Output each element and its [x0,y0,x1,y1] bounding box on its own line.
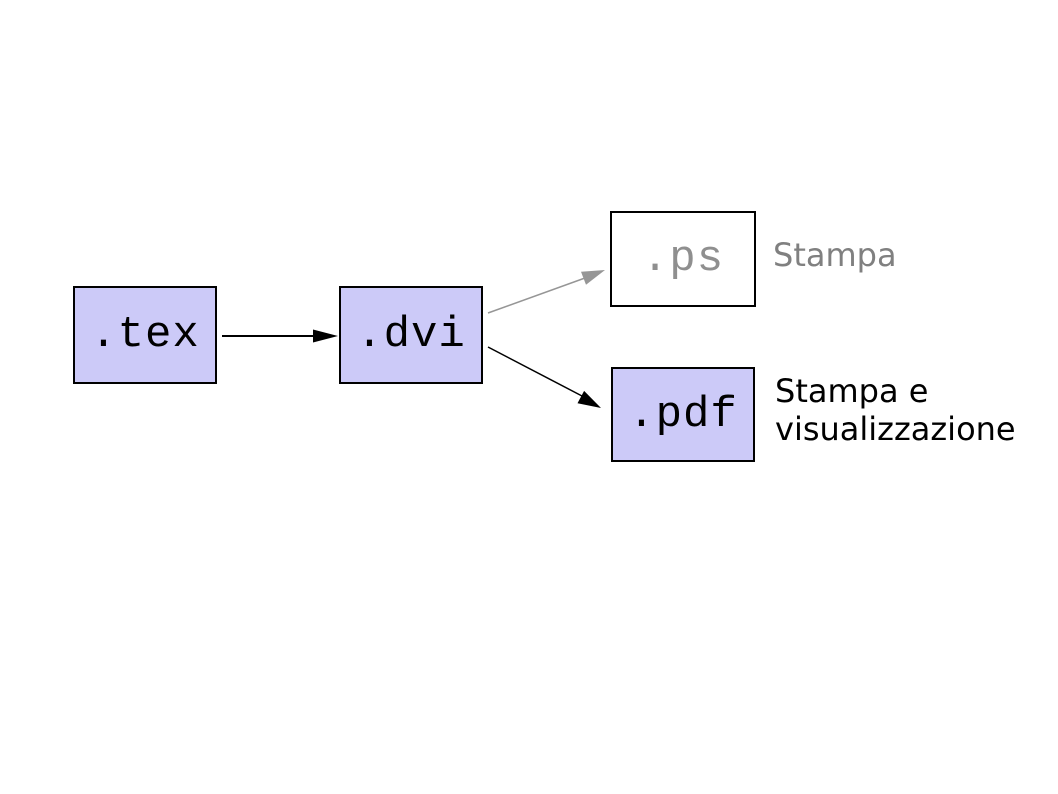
node-ps-label: .ps [641,234,725,284]
node-ps: .ps [610,211,756,307]
ps-annotation: Stampa [773,236,897,274]
arrow-dvi-to-ps-head-icon [581,270,605,285]
arrow-dvi-to-pdf-line [487,346,583,397]
node-pdf-label: .pdf [628,389,738,440]
node-pdf: .pdf [611,367,755,462]
arrow-tex-to-dvi-head-icon [313,329,338,343]
node-tex-label: .tex [90,310,200,360]
node-tex: .tex [73,286,217,384]
pdf-annotation: Stampa e visualizzazione [775,372,1016,448]
arrow-dvi-to-pdf-head-icon [577,390,601,408]
node-dvi: .dvi [339,286,483,384]
arrow-dvi-to-ps-line [487,277,586,314]
node-dvi-label: .dvi [356,310,466,360]
